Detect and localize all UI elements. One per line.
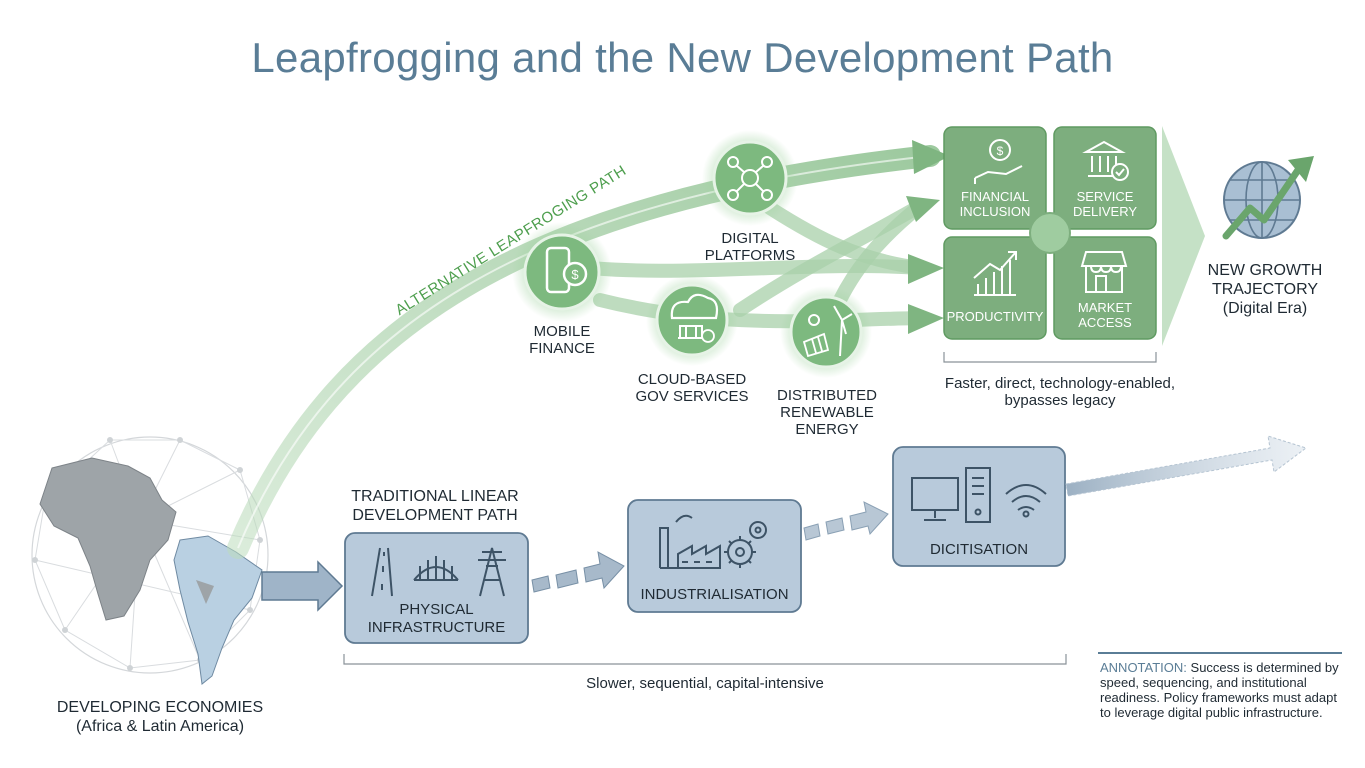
stage-label: PHYSICAL INFRASTRUCTURE: [367, 601, 506, 636]
stage-industrialisation: INDUSTRIALISATION: [628, 500, 801, 612]
stage-infrastructure: PHYSICAL INFRASTRUCTURE: [345, 533, 528, 643]
stage-digitisation: DICITISATION: [893, 447, 1065, 566]
computer-wifi-icon: [911, 467, 1047, 523]
cloud-gov-label: CLOUD-BASED GOV SERVICES: [635, 371, 749, 405]
growth-chart-icon: [973, 251, 1017, 296]
tile-label: SERVICE DELIVERY: [1072, 189, 1138, 219]
node-digital-platforms: [702, 130, 798, 226]
node-renewable-energy: [780, 286, 872, 378]
tile-productivity: PRODUCTIVITY: [944, 237, 1046, 339]
arrow-digital-fade: [1065, 435, 1308, 497]
africa-shape: [39, 457, 177, 621]
stage-box-digitisation: [892, 446, 1066, 567]
origin-label: DEVELOPING ECONOMIES (Africa & Latin Ame…: [56, 699, 264, 735]
page-title: Leapfrogging and the New Development Pat…: [251, 34, 1114, 81]
tile-label: PRODUCTIVITY: [946, 309, 1044, 324]
mobile-finance-label: MOBILE FINANCE: [529, 323, 595, 357]
traditional-path-label: TRADITIONAL LINEAR DEVELOPMENT PATH: [351, 488, 519, 524]
annotation-text: Success is determined by speed, sequenci…: [1100, 660, 1339, 720]
tile-market-access: MARKET ACCESS: [1054, 237, 1156, 339]
stage-label: INDUSTRIALISATION: [640, 586, 789, 603]
traditional-bracket: [343, 654, 1067, 665]
arrow-origin-to-infra: [261, 560, 344, 612]
leapfrog-arrowhead: [912, 140, 950, 174]
annotation-key: ANNOTATION:: [1100, 660, 1187, 675]
svg-text:$: $: [997, 144, 1004, 158]
destination-label: NEW GROWTH TRAJECTORY (Digital Era): [1207, 262, 1323, 317]
network-globe: [31, 436, 269, 685]
bank-check-icon: [1082, 140, 1129, 181]
traditional-caption: Slower, sequential, capital-intensive: [586, 675, 824, 692]
tile-financial-inclusion: FINANCIAL INCLUSION: [944, 127, 1046, 229]
annotation-rule: [1098, 652, 1342, 654]
storefront-icon: [1080, 251, 1128, 293]
svg-text:$: $: [571, 267, 579, 282]
arrow-industry-to-digital: [803, 501, 889, 541]
tile-label: MARKET ACCESS: [1077, 300, 1133, 330]
digital-platforms-label: DIGITAL PLATFORMS: [704, 230, 796, 264]
tile-service-delivery: SERVICE DELIVERY: [1054, 127, 1156, 229]
hand-coin-icon: [974, 139, 1023, 184]
arrow-infra-to-industry: [531, 551, 625, 593]
stage-label: DICITISATION: [929, 541, 1029, 558]
tile-label: FINANCIAL INCLUSION: [959, 189, 1031, 219]
annotation-box: ANNOTATION: Success is determined by spe…: [1098, 652, 1350, 720]
node-mobile-finance: $: [512, 222, 612, 322]
leapfrog-caption: Faster, direct, technology-enabled, bypa…: [944, 375, 1176, 409]
factory-gear-icon: [659, 514, 767, 569]
outcome-bracket: [943, 352, 1157, 363]
node-cloud-gov: [646, 274, 738, 366]
renewable-energy-label: DISTRIBUTED RENEWABLE ENERGY: [776, 387, 877, 438]
outcome-chevron: [1162, 126, 1205, 346]
road-bridge-pylon-icon: [371, 547, 506, 597]
globe-growth-icon: [1222, 156, 1314, 240]
